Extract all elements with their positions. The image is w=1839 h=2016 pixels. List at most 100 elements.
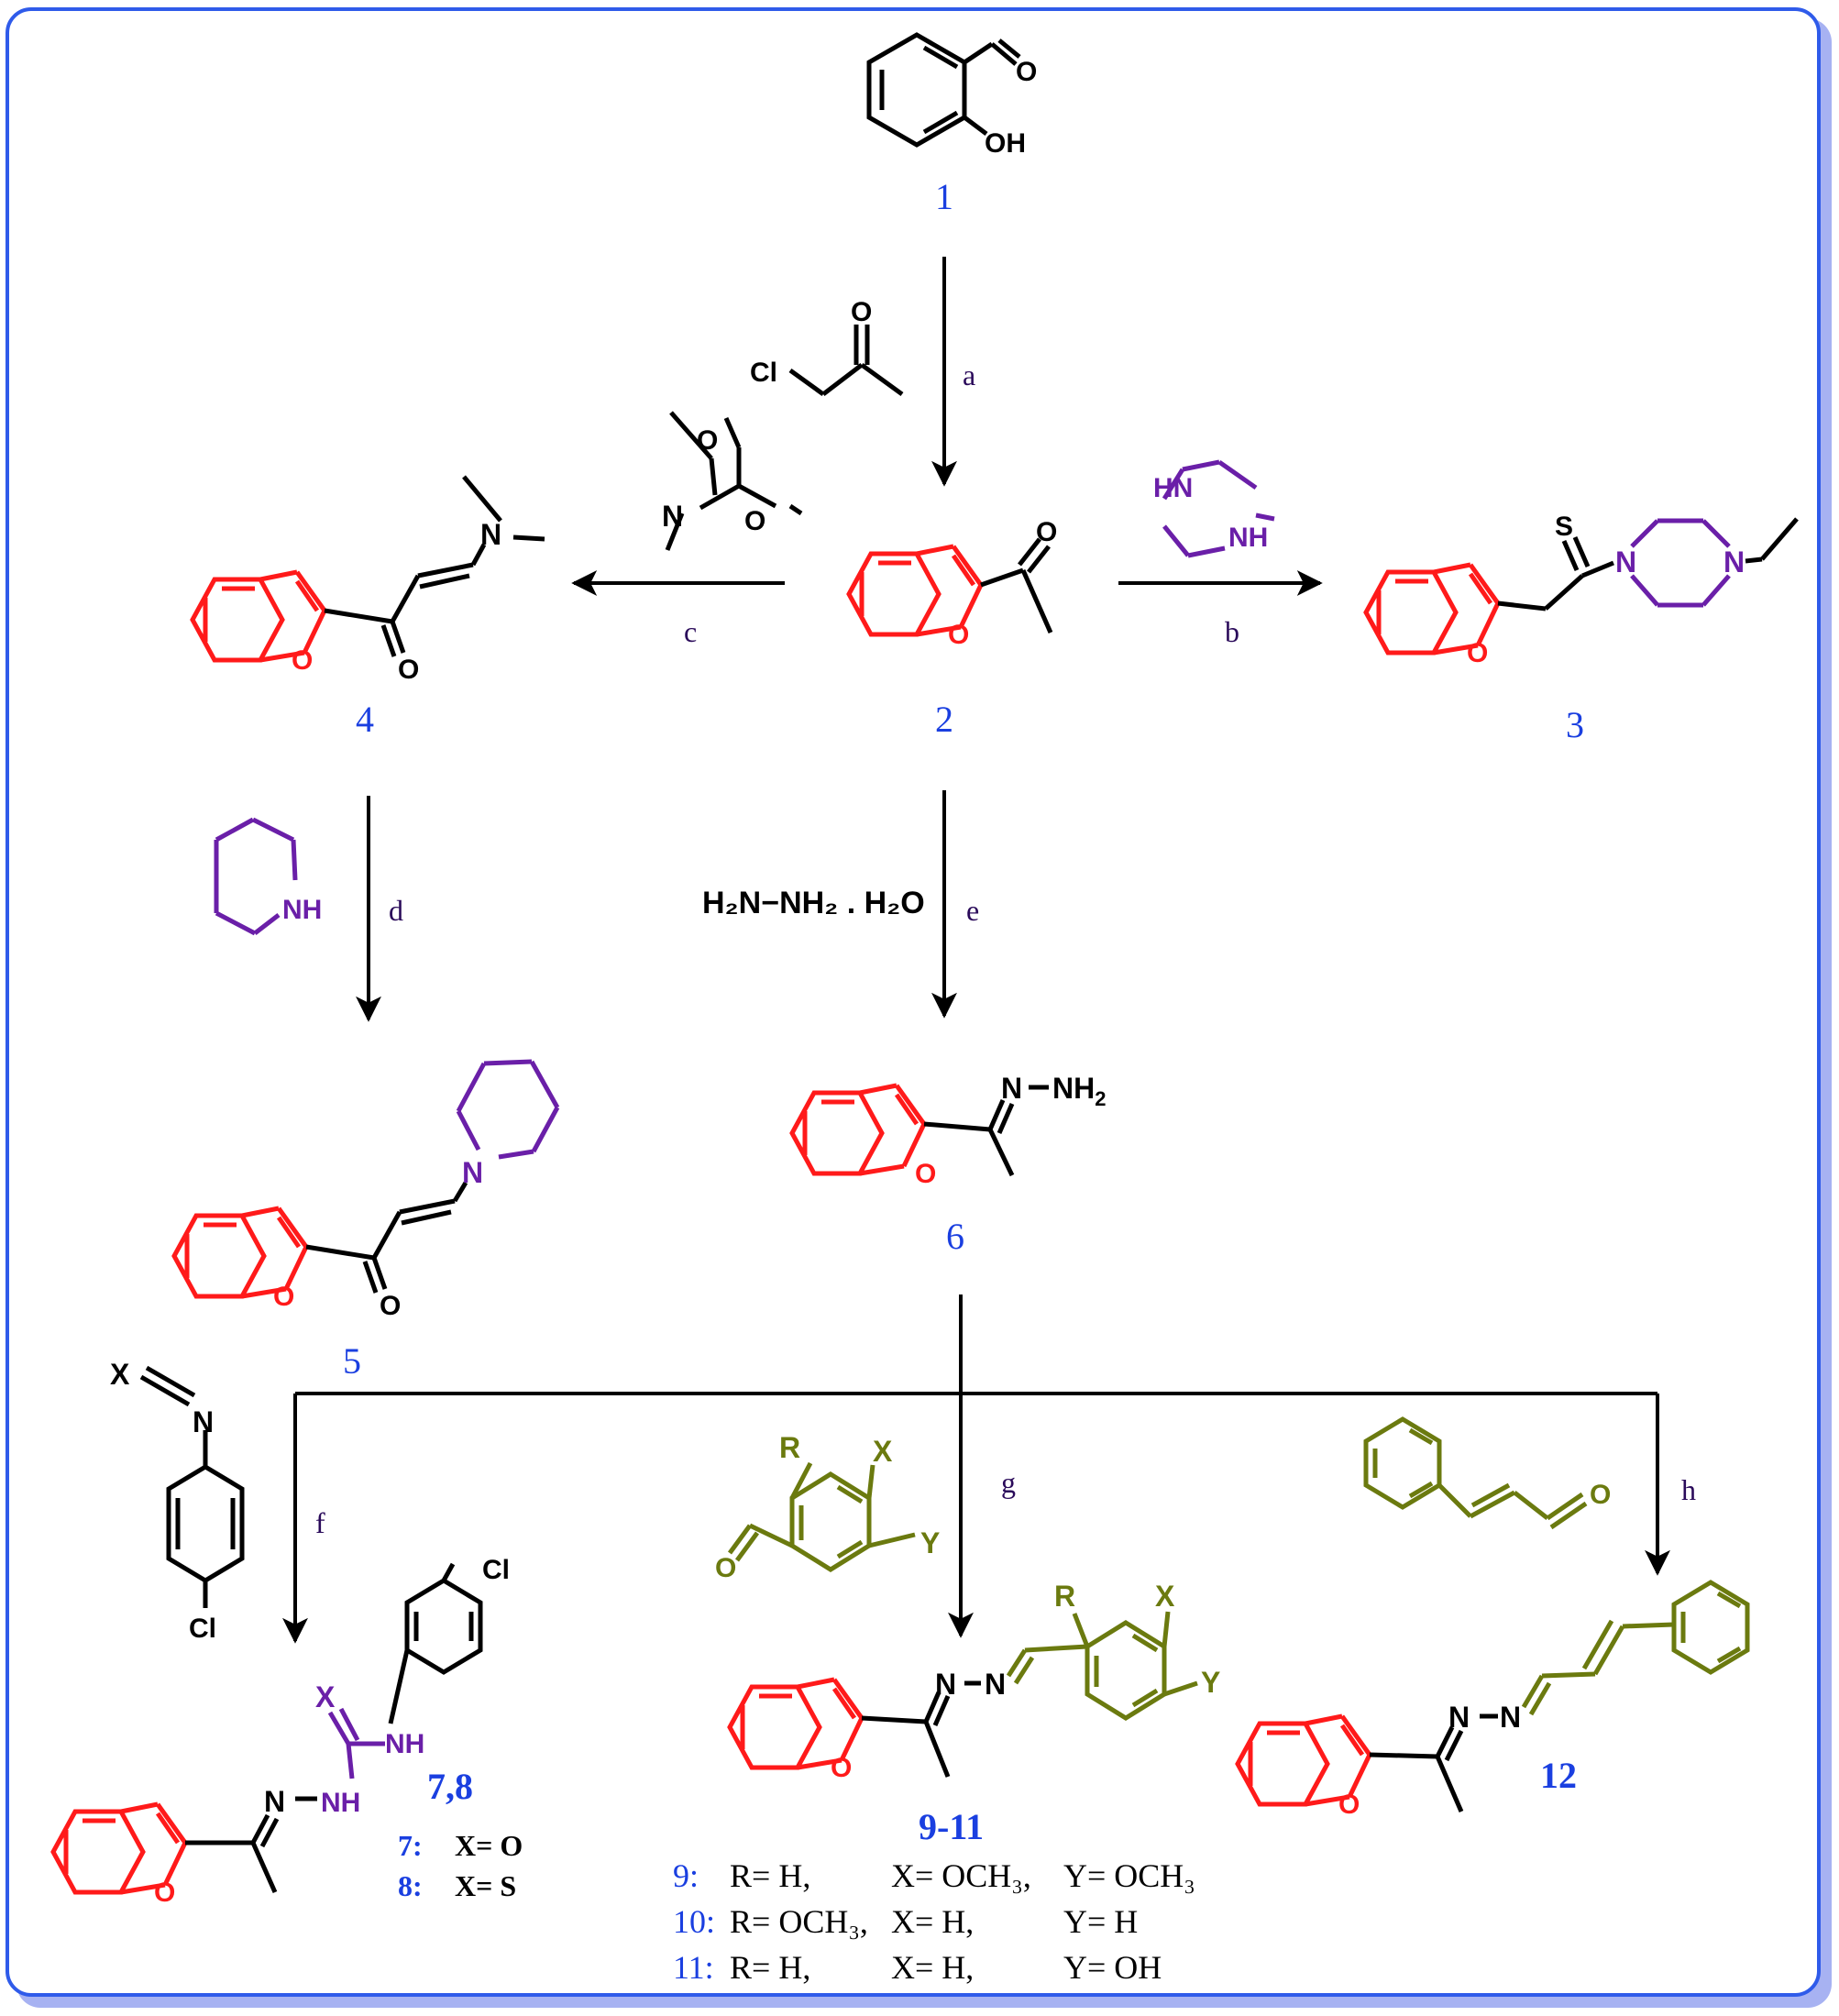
compound-1	[866, 32, 1021, 148]
step-label-h: h	[1681, 1473, 1696, 1506]
atom-Y: Y	[920, 1526, 940, 1559]
chloroacetone	[788, 325, 904, 397]
compound-label-6: 6	[946, 1216, 964, 1257]
atom-NH: NH	[282, 895, 322, 925]
atom-X: X	[315, 1680, 336, 1713]
atom-Cl: Cl	[750, 358, 777, 388]
compound-6	[789, 1083, 927, 1176]
variant-7-text: X= O	[455, 1829, 523, 1862]
compound-9-11	[727, 1677, 864, 1770]
aldehyde-reagent	[727, 1461, 916, 1572]
step-label-c: c	[684, 615, 697, 648]
atom-NH: NH	[385, 1729, 424, 1759]
atom-O: O	[851, 297, 872, 327]
piperazine-reagent	[1162, 459, 1275, 558]
compound-7-8	[50, 1801, 188, 1895]
compound-12	[1235, 1713, 1372, 1807]
atom-O: O	[380, 1291, 401, 1321]
variant-8-text: X= S	[455, 1869, 516, 1902]
atom-X: X	[1155, 1580, 1175, 1613]
atom-O-ring: O	[1338, 1790, 1360, 1820]
compound-label-9-11: 9-11	[919, 1806, 984, 1847]
atom-N: N	[264, 1785, 285, 1818]
variant-11-x: X= H,	[891, 1949, 974, 1986]
atom-O: O	[1016, 57, 1037, 87]
compound-label-12: 12	[1540, 1755, 1577, 1796]
atom-O: O	[1590, 1480, 1611, 1510]
variant-9-y: Y= OCH₃	[1063, 1857, 1195, 1894]
atom-HN: HN	[1153, 473, 1193, 503]
atom-NH: NH	[1228, 523, 1268, 553]
step-label-e: e	[966, 894, 979, 927]
frame	[6, 7, 1821, 1997]
variant-9-r: R= H,	[730, 1857, 810, 1894]
variant-9-num: 9:	[673, 1857, 699, 1894]
step-label-d: d	[389, 894, 403, 927]
compound-label-2: 2	[935, 699, 953, 740]
atom-Y: Y	[1201, 1666, 1220, 1699]
atom-S: S	[1555, 512, 1573, 542]
variant-11-y: Y= OH	[1063, 1949, 1162, 1986]
compound-3	[1363, 562, 1501, 655]
atom-O: O	[398, 655, 419, 685]
atom-O-ring: O	[154, 1878, 175, 1908]
cinnamaldehyde-reagent	[1363, 1416, 1588, 1530]
atom-NH2: NH2	[1052, 1072, 1106, 1110]
compound-5	[171, 1206, 309, 1299]
variant-8-num: 8:	[398, 1869, 423, 1902]
step-label-b: b	[1225, 615, 1239, 648]
variant-11-num: 11:	[673, 1949, 714, 1986]
atom-OH: OH	[985, 128, 1026, 159]
variants-9-11: 9: R= H, X= OCH₃, Y= OCH₃ 10: R= OCH₃, X…	[673, 1857, 1195, 1986]
atom-Cl: Cl	[189, 1614, 216, 1644]
step-label-a: a	[963, 358, 975, 391]
step-label-f: f	[315, 1506, 325, 1539]
compound-2	[846, 544, 984, 637]
atom-N: N	[462, 1156, 483, 1189]
variant-9-x: X= OCH₃,	[891, 1857, 1031, 1894]
atom-N: N	[480, 518, 501, 551]
atom-O-ring: O	[948, 620, 969, 650]
atom-O: O	[715, 1553, 736, 1583]
atom-O: O	[1036, 517, 1057, 547]
atom-N: N	[1001, 1072, 1022, 1105]
variant-10-r: R= OCH₃,	[730, 1903, 868, 1940]
compound-label-4: 4	[356, 699, 374, 740]
atom-O: O	[697, 425, 718, 456]
atom-N: N	[935, 1668, 956, 1701]
atom-O-ring: O	[273, 1282, 294, 1312]
dmf-dma	[665, 411, 803, 551]
variants-7-8: 7: X= O 8: X= S	[398, 1829, 523, 1902]
atom-N: N	[1500, 1701, 1521, 1734]
atom-O-ring: O	[915, 1159, 936, 1189]
atom-X: X	[873, 1435, 893, 1468]
atom-Cl: Cl	[482, 1555, 510, 1585]
compound-label-1: 1	[935, 176, 953, 217]
variant-10-y: Y= H	[1063, 1903, 1138, 1940]
compound-label-7-8: 7,8	[427, 1766, 473, 1807]
atom-O-ring: O	[1467, 638, 1488, 668]
atom-X: X	[110, 1358, 130, 1391]
isocyanate-reagent	[139, 1365, 245, 1608]
branch-lines	[295, 1294, 1657, 1395]
variant-11-r: R= H,	[730, 1949, 810, 1986]
atom-R: R	[779, 1431, 800, 1464]
variant-10-num: 10:	[673, 1903, 715, 1940]
atom-N: N	[985, 1668, 1006, 1701]
variant-7-num: 7:	[398, 1829, 423, 1862]
compound-label-5: 5	[343, 1340, 361, 1382]
atom-O: O	[744, 506, 765, 536]
atom-O-ring: O	[292, 645, 313, 676]
variant-10-x: X= H,	[891, 1903, 974, 1940]
step-label-g: g	[1001, 1466, 1016, 1499]
atom-N: N	[1615, 545, 1636, 578]
atom-O-ring: O	[831, 1753, 852, 1783]
piperidine-reagent	[214, 817, 298, 936]
atom-N: N	[1723, 545, 1745, 578]
compound-label-3: 3	[1566, 704, 1584, 745]
atom-N: N	[193, 1405, 214, 1438]
atom-N: N	[1448, 1701, 1470, 1734]
reagent-hydrazine: H₂N−NH₂ . H₂O	[702, 886, 925, 920]
compound-4	[190, 569, 327, 663]
